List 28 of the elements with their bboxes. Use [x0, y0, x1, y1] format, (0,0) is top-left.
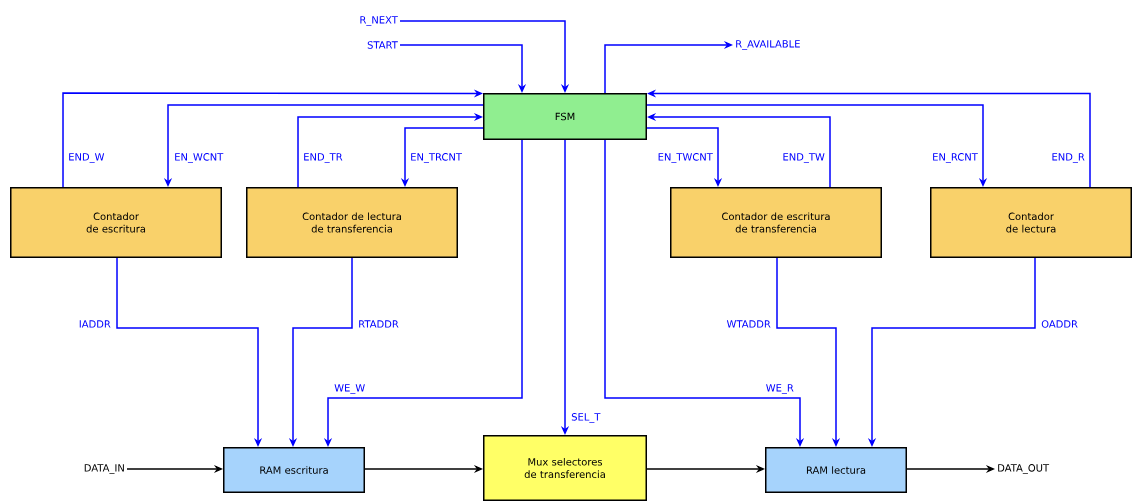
edge-label: WTADDR	[725, 319, 772, 329]
edge-label: EN_RCNT	[931, 152, 979, 164]
edge-label: WE_W	[333, 383, 367, 395]
edge-label: END_W	[67, 152, 106, 164]
edge-label: END_TR	[302, 152, 344, 164]
signal-label: DATA_OUT	[998, 464, 1050, 474]
block-box: Mux selectores de transferencia	[483, 435, 647, 501]
edge-label: IADDR	[77, 319, 112, 329]
block-box: Contador de escritura de transferencia	[670, 187, 882, 258]
signal-label: START	[367, 41, 398, 49]
edge-label: EN_WCNT	[173, 152, 225, 164]
edge-label: END_R	[1050, 152, 1086, 164]
block-box: Contador de lectura de transferencia	[246, 187, 458, 258]
signal-label: DATA_IN	[84, 464, 124, 474]
block-box: Contador de lectura	[930, 187, 1132, 258]
signal-label: R_NEXT	[360, 16, 398, 26]
signal-label: R_AVAILABLE	[736, 40, 800, 50]
block-box: RAM lectura	[765, 447, 907, 493]
edge-label: WE_R	[764, 383, 795, 395]
edge-label: EN_TRCNT	[409, 152, 463, 164]
block-box: Contador de escritura	[10, 187, 222, 258]
edge-label: END_TW	[781, 152, 826, 164]
edge-label: RTADDR	[357, 319, 400, 329]
edge-label: EN_TWCNT	[656, 152, 714, 164]
edge-label: OADDR	[1040, 319, 1079, 329]
block-box: FSM	[483, 93, 647, 140]
block-box: RAM escritura	[223, 447, 365, 493]
edge-label: SEL_T	[570, 412, 602, 424]
